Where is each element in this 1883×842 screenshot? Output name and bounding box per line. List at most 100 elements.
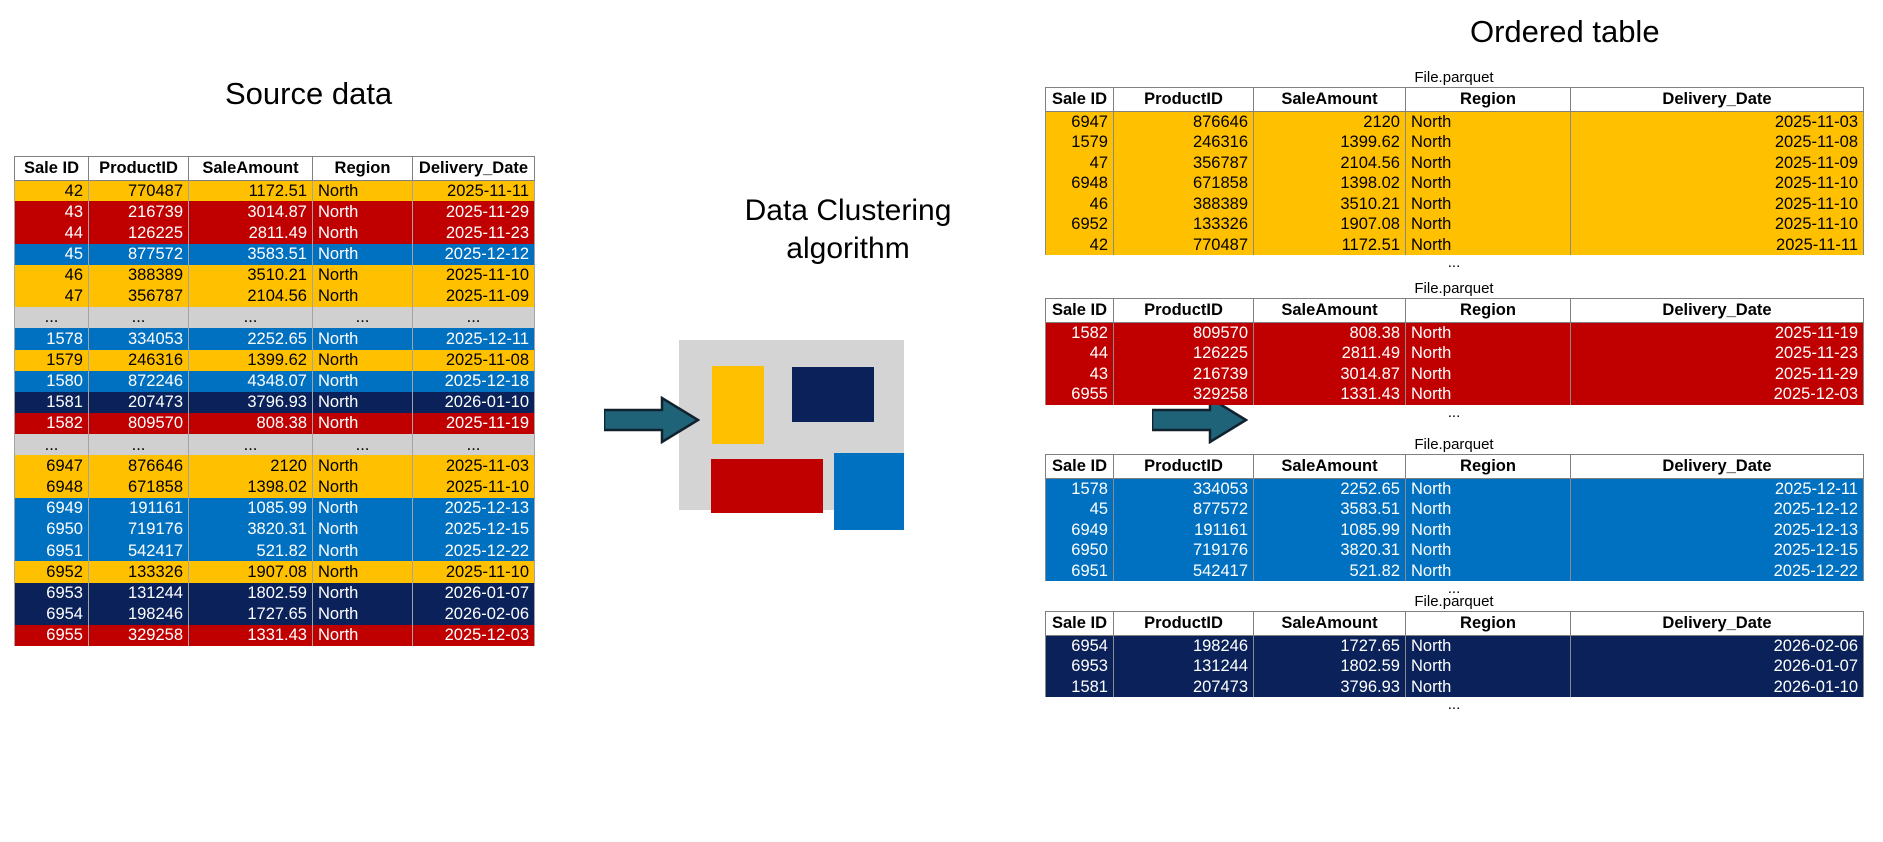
cell-product-id: 809570	[88, 413, 189, 435]
cell-delivery-date: 2025-11-11	[412, 180, 535, 202]
cell-sale-amount: 3583.51	[188, 243, 313, 265]
cell-delivery-date: 2025-12-15	[1570, 540, 1864, 561]
cell-product-id: 329258	[1113, 384, 1254, 405]
cell-region: North	[1405, 132, 1571, 153]
cell-sale-id: 6948	[1045, 173, 1114, 194]
cell-sale-id: ...	[14, 307, 89, 329]
cell-product-id: 671858	[88, 476, 189, 498]
cell-product-id: 542417	[88, 540, 189, 562]
cell-region: North	[312, 497, 413, 519]
column-header-product-id: ProductID	[1113, 298, 1254, 323]
cell-region: North	[312, 476, 413, 498]
cell-region: North	[312, 582, 413, 604]
source-data-table-container: Sale ID ProductID SaleAmount Region Deli…	[14, 156, 535, 647]
cell-sale-id: 6952	[1045, 214, 1114, 235]
source-data-table: Sale ID ProductID SaleAmount Region Deli…	[14, 156, 535, 647]
cell-sale-id: 46	[1045, 193, 1114, 214]
cell-region: North	[312, 180, 413, 202]
column-header-sale-amount: SaleAmount	[1253, 87, 1406, 112]
cell-sale-id: 6950	[14, 519, 89, 541]
cell-sale-id: 1582	[14, 413, 89, 435]
cell-region: North	[1405, 540, 1571, 561]
cell-delivery-date: 2025-12-18	[412, 370, 535, 392]
cell-sale-amount: 1331.43	[188, 624, 313, 647]
column-header-region: Region	[1405, 454, 1571, 479]
cell-delivery-date: 2025-11-03	[412, 455, 535, 477]
cell-sale-amount: 2120	[188, 455, 313, 477]
cell-delivery-date: 2025-11-29	[412, 201, 535, 223]
cell-delivery-date: ...	[412, 307, 535, 329]
cell-delivery-date: 2025-12-03	[1570, 384, 1864, 405]
cell-product-id: 876646	[1113, 111, 1254, 132]
table-row-ellipsis: ...............	[14, 307, 535, 329]
cell-region: North	[1405, 173, 1571, 194]
cell-region: North	[312, 222, 413, 244]
cell-product-id: 131244	[1113, 656, 1254, 677]
ellipsis-separator: ...	[1447, 580, 1461, 597]
cell-sale-id: 44	[14, 222, 89, 244]
cell-sale-amount: 1172.51	[188, 180, 313, 202]
cell-sale-amount: ...	[188, 307, 313, 329]
cell-sale-amount: 2811.49	[1253, 343, 1406, 364]
cell-sale-amount: 1085.99	[188, 497, 313, 519]
cell-region: North	[1405, 363, 1571, 384]
column-header-region: Region	[1405, 611, 1571, 636]
column-header-product-id: ProductID	[1113, 87, 1254, 112]
cell-product-id: 198246	[1113, 635, 1254, 656]
cell-sale-id: 6949	[1045, 519, 1114, 540]
cell-sale-amount: ...	[188, 434, 313, 456]
cell-sale-id: 47	[14, 285, 89, 308]
cell-delivery-date: 2025-11-29	[1570, 363, 1864, 384]
cell-delivery-date: 2026-01-07	[1570, 656, 1864, 677]
cell-region: North	[312, 413, 413, 435]
column-header-product-id: ProductID	[1113, 611, 1254, 636]
cell-delivery-date: 2025-11-09	[1570, 152, 1864, 173]
cell-sale-id: 1579	[14, 349, 89, 371]
cell-region: North	[1405, 322, 1571, 343]
cell-product-id: 191161	[88, 497, 189, 519]
cell-sale-id: 42	[1045, 234, 1114, 255]
cell-delivery-date: 2026-02-06	[1570, 635, 1864, 656]
cell-delivery-date: 2025-12-11	[1570, 478, 1864, 499]
cell-product-id: 877572	[88, 243, 189, 265]
algorithm-label-line2: algorithm	[786, 232, 910, 266]
cell-product-id: 207473	[1113, 676, 1254, 697]
cell-region: North	[1405, 519, 1571, 540]
cell-region: ...	[312, 434, 413, 456]
cell-product-id: 216739	[88, 201, 189, 223]
cell-delivery-date: 2025-11-23	[1570, 343, 1864, 364]
cell-region: ...	[312, 307, 413, 329]
cell-region: North	[312, 349, 413, 371]
cell-sale-id: 6955	[1045, 384, 1114, 405]
cell-product-id: 246316	[88, 349, 189, 371]
cell-sale-amount: 808.38	[1253, 322, 1406, 343]
cell-sale-id: 6952	[14, 561, 89, 583]
cell-delivery-date: 2025-11-08	[412, 349, 535, 371]
file-name-label: File.parquet	[1414, 280, 1494, 297]
cell-sale-amount: 1331.43	[1253, 384, 1406, 405]
cell-delivery-date: 2025-11-10	[412, 476, 535, 498]
arrow-right-icon-input	[604, 396, 700, 444]
cell-sale-id: 43	[1045, 363, 1114, 384]
cell-product-id: ...	[88, 434, 189, 456]
column-header-sale-id: Sale ID	[1045, 454, 1114, 479]
